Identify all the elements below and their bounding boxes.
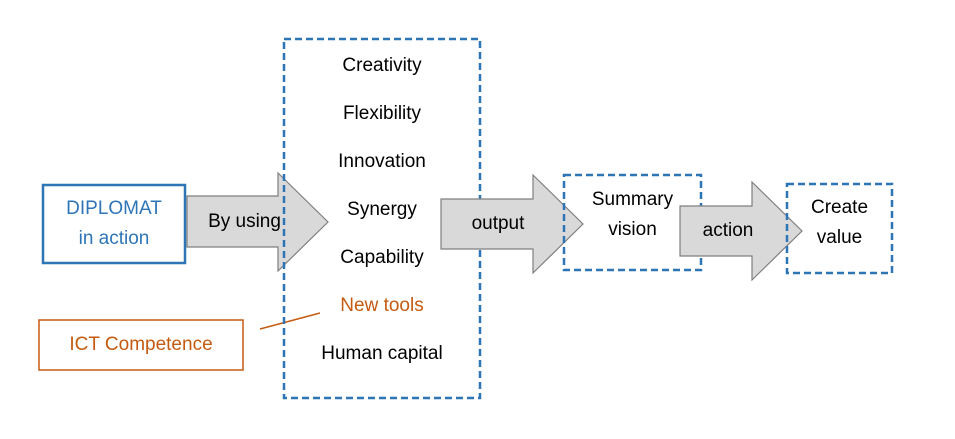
by-using-arrow — [186, 171, 329, 273]
summary-subtitle: vision — [608, 219, 657, 240]
ict-connector-line — [259, 312, 321, 330]
diplomat-subtitle: in action — [78, 228, 150, 249]
summary-title: Summary — [591, 189, 674, 210]
quality-flexibility: Flexibility — [342, 103, 422, 124]
diplomat-title: DIPLOMAT — [66, 198, 162, 219]
action-arrow — [679, 180, 803, 282]
quality-new-tools: New tools — [340, 295, 424, 316]
by-using-label: By using — [208, 211, 281, 232]
summary-vision-box: Summary vision — [564, 185, 701, 245]
diplomat-box: DIPLOMAT in action — [43, 194, 185, 254]
quality-innovation: Innovation — [338, 151, 426, 172]
create-value-box: Create value — [787, 193, 892, 253]
create-value-subtitle: value — [816, 227, 863, 248]
quality-human-capital: Human capital — [321, 343, 443, 364]
output-arrow — [440, 173, 584, 275]
ict-competence-box: ICT Competence — [69, 334, 213, 355]
ict-competence-box-frame — [38, 319, 244, 371]
diplomat-box-frame — [41, 183, 187, 265]
create-value-title: Create — [810, 197, 869, 218]
quality-creativity: Creativity — [342, 55, 422, 76]
create-value-box-frame — [785, 182, 894, 275]
action-label: action — [702, 220, 754, 241]
quality-capability: Capability — [340, 247, 424, 268]
quality-synergy: Synergy — [347, 199, 417, 220]
summary-vision-box-frame — [562, 173, 703, 272]
output-label: output — [471, 213, 525, 234]
